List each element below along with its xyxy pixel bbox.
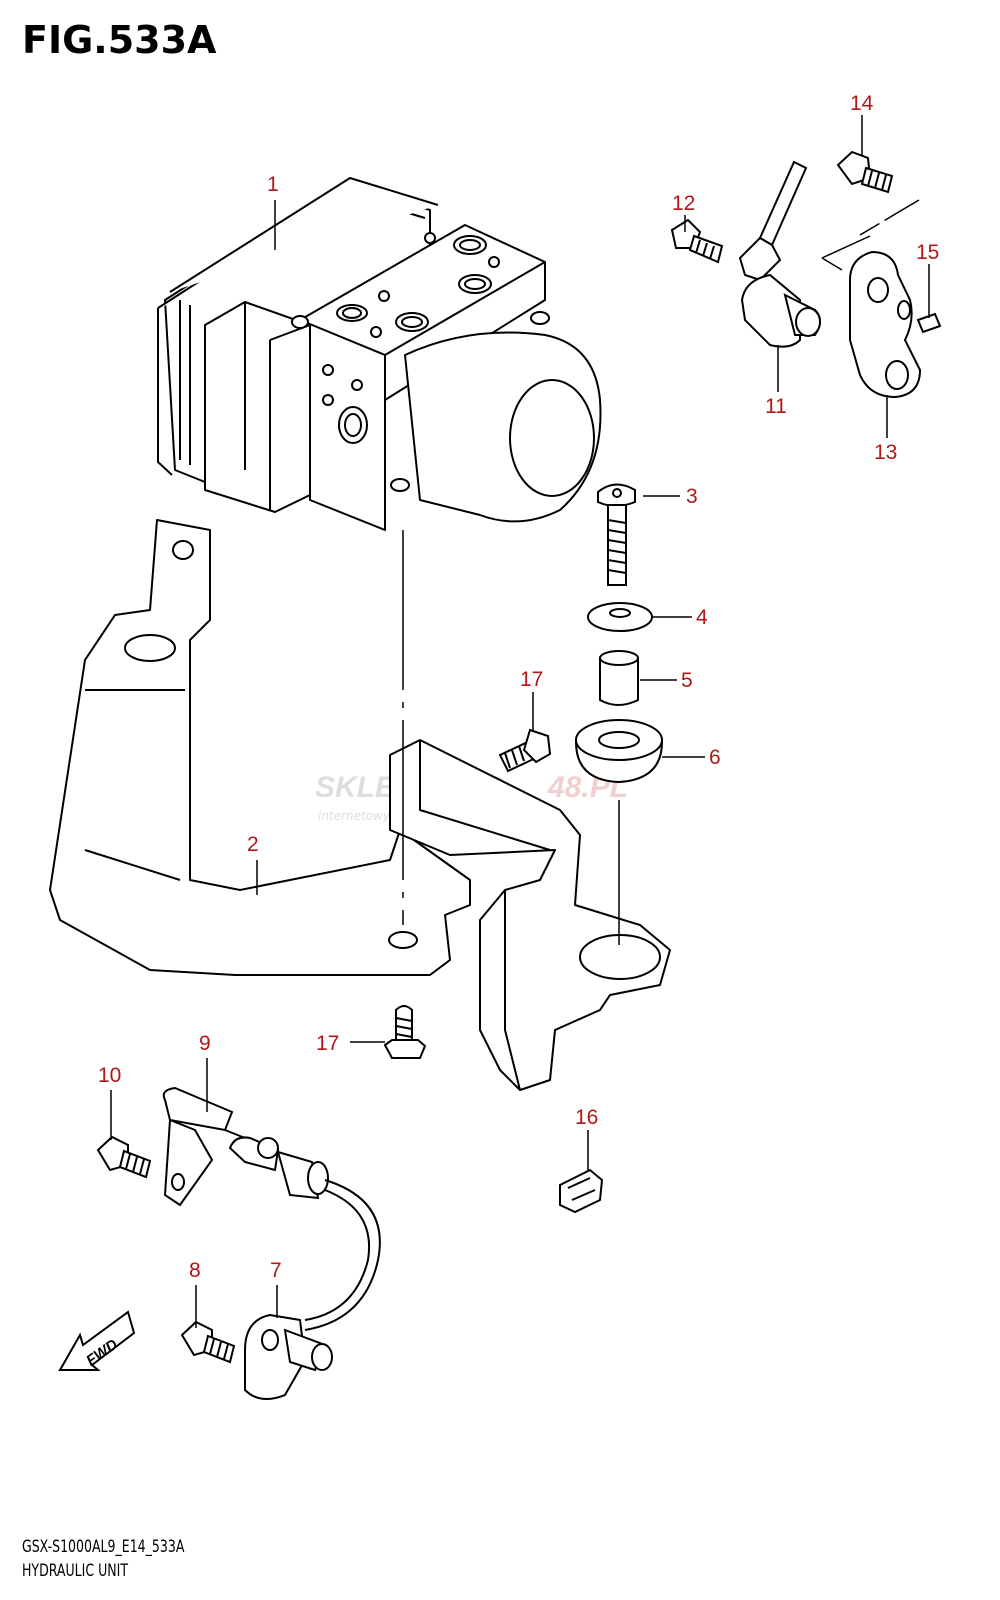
callout-5: 5: [681, 669, 693, 692]
callout-13: 13: [874, 441, 897, 464]
part-7-sensor: [244, 1313, 333, 1400]
callout-9: 9: [199, 1032, 211, 1055]
part-2-bracket: [49, 519, 671, 1091]
callout-7: 7: [270, 1259, 282, 1282]
fwd-arrow-icon: FWD: [58, 1310, 136, 1371]
callout-12: 12: [672, 192, 695, 215]
callout-15: 15: [916, 241, 939, 264]
callout-6: 6: [709, 746, 721, 769]
callout-3: 3: [686, 485, 698, 508]
callout-14: 14: [850, 92, 874, 115]
figure-code: GSX-S1000AL9_E14_533A: [22, 1537, 185, 1557]
part-13-bracket: [849, 250, 922, 399]
part-3-screw: [597, 483, 636, 586]
part-10-bolt: [96, 1135, 152, 1179]
part-4-washer: [587, 602, 653, 632]
callout-numbers: 1 2 3 4 5 6 7 8 9 10 11 12 13 14 15 16 1…: [98, 92, 939, 1282]
callout-11: 11: [765, 395, 787, 418]
leader-lines: [110, 115, 930, 1328]
part-8-bolt: [180, 1320, 236, 1364]
part-14-bolt: [836, 150, 894, 194]
part-16-clamp: [559, 1168, 604, 1214]
part-1-hydraulic-unit: [157, 177, 602, 531]
figure-name: HYDRAULIC UNIT: [22, 1561, 128, 1581]
part-6-grommet: [574, 719, 664, 784]
part-12-bolt: [670, 218, 724, 264]
callout-10: 10: [98, 1064, 121, 1087]
assembly-lines: [402, 199, 920, 945]
part-17-bolt-lower: [383, 1005, 427, 1059]
part-9-sensor-cable: [162, 1086, 381, 1331]
callout-16: 16: [575, 1106, 598, 1129]
callout-1: 1: [267, 173, 279, 196]
part-11-sensor: [738, 160, 821, 348]
callout-4: 4: [696, 606, 708, 629]
callout-2: 2: [247, 833, 259, 856]
callout-17-upper: 17: [520, 668, 543, 691]
part-17-bolt-upper: [498, 728, 552, 773]
callout-8: 8: [189, 1259, 201, 1282]
part-5-spacer: [599, 650, 639, 706]
callout-17-lower: 17: [316, 1032, 339, 1055]
figure-title: FIG.533A: [22, 18, 217, 62]
